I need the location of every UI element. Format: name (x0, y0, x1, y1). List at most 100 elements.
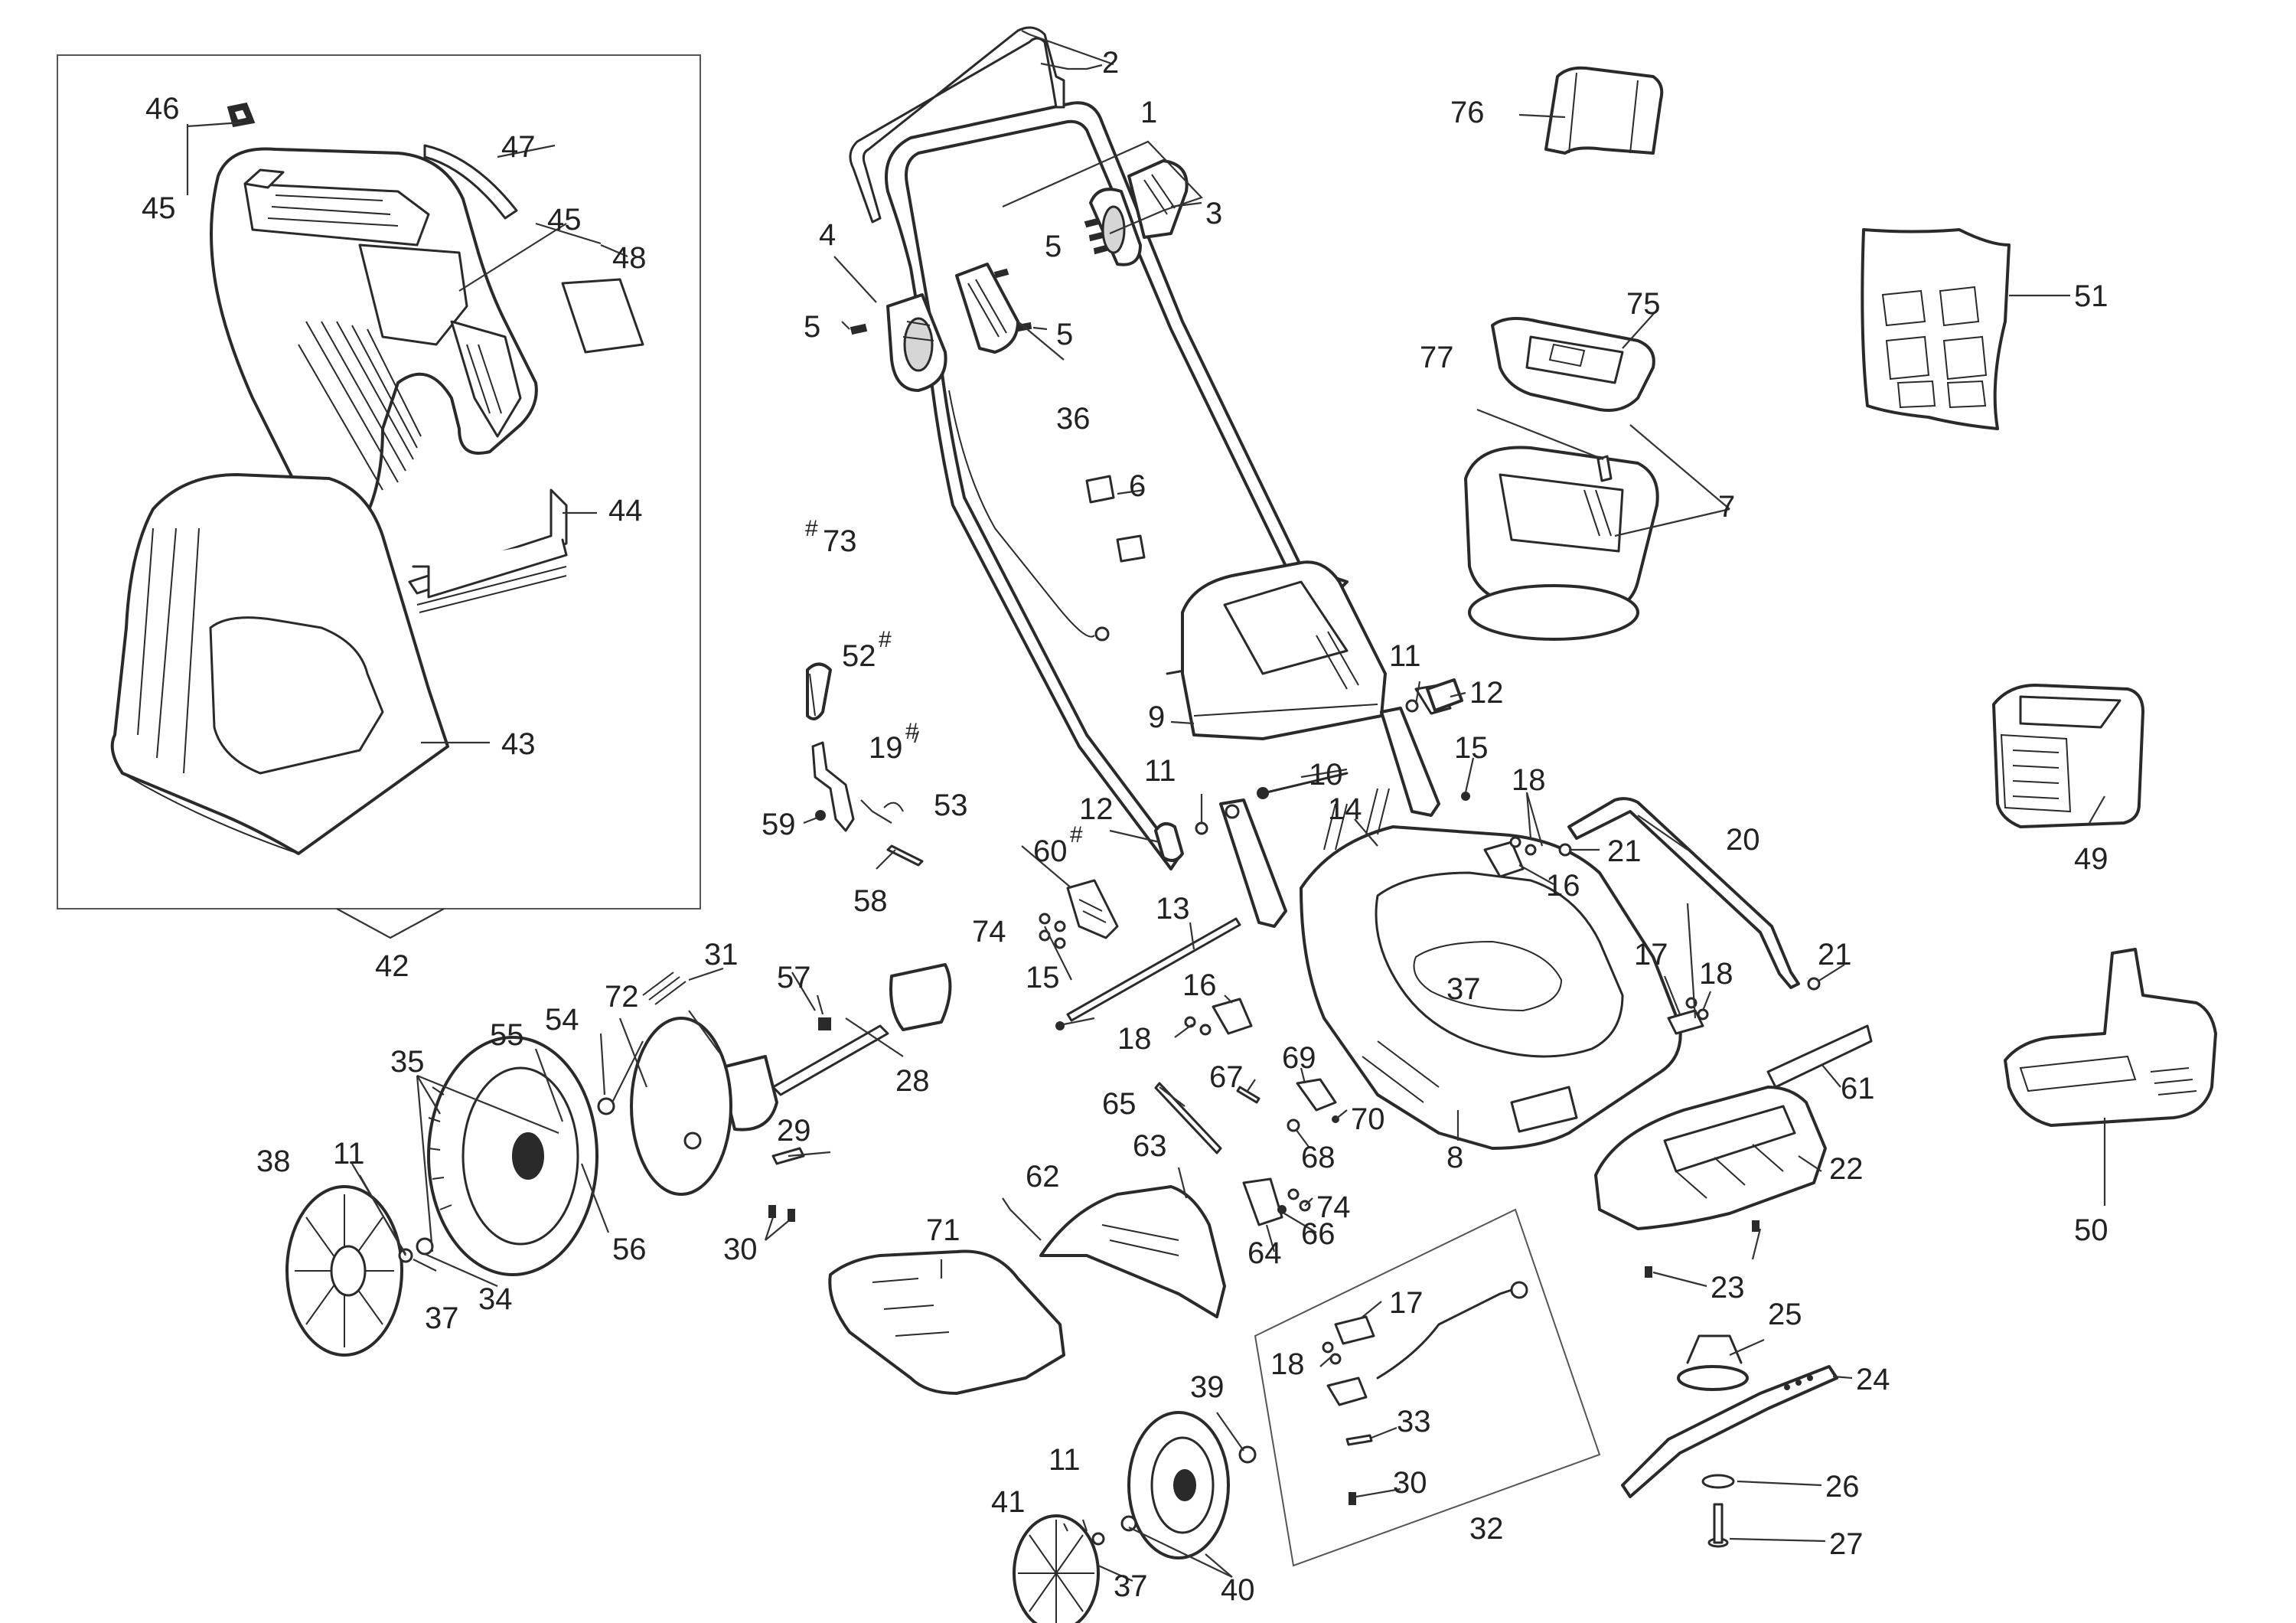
bag-body (110, 473, 449, 855)
mulch-insert-76 (1544, 66, 1664, 155)
spring-68-70 (1287, 1115, 1339, 1132)
callout-26: 26 (1825, 1470, 1860, 1504)
callout-64: 64 (1247, 1236, 1282, 1270)
rod-65 (1154, 1082, 1222, 1154)
spring-31 (642, 972, 687, 1005)
callout-66: 66 (1301, 1217, 1336, 1251)
washer-54 (597, 1097, 615, 1115)
callout-46: 46 (145, 92, 180, 126)
callout-19: 19 (869, 731, 903, 765)
callout-12-a: 12 (1469, 676, 1504, 710)
motor-cover (1181, 560, 1387, 740)
lid-latch-77 (1596, 455, 1613, 482)
footnote-mark-60: # (1070, 822, 1083, 847)
callout-24: 24 (1856, 1363, 1890, 1396)
callout-18-b: 18 (1699, 957, 1733, 991)
callout-18-a: 18 (1512, 763, 1546, 797)
callout-63: 63 (1133, 1129, 1167, 1163)
callout-2: 2 (1102, 46, 1119, 80)
callout-5-c: 5 (1056, 318, 1073, 351)
callout-29: 29 (777, 1114, 811, 1148)
bail-bar (849, 26, 1065, 224)
cable (948, 390, 1110, 642)
callout-44: 44 (608, 494, 643, 527)
callout-45-a: 45 (142, 191, 176, 225)
callout-77: 77 (1420, 341, 1454, 374)
callout-18-d: 18 (1270, 1347, 1305, 1381)
callout-11-a: 11 (1389, 639, 1421, 673)
callout-27: 27 (1829, 1527, 1864, 1561)
callout-45-b: 45 (547, 203, 582, 237)
front-hubcap (1013, 1514, 1100, 1623)
foam-strip-61 (1766, 1024, 1873, 1089)
callout-30-b: 30 (1393, 1466, 1427, 1500)
callout-11-b: 11 (1144, 754, 1176, 788)
spring-14 (1323, 788, 1390, 851)
callout-16-b: 16 (1182, 968, 1217, 1002)
bag-top-cover (210, 147, 538, 531)
battery-49 (1992, 684, 2144, 828)
callout-16-a: 16 (1546, 869, 1580, 903)
callout-17-b: 17 (1389, 1286, 1424, 1320)
callout-28: 28 (895, 1064, 930, 1098)
front-axle-32 (1326, 1281, 1528, 1406)
callout-73: 73 (823, 524, 857, 558)
callout-39: 39 (1190, 1370, 1225, 1404)
callout-75: 75 (1626, 287, 1661, 321)
callout-11-d: 11 (1049, 1443, 1081, 1477)
callout-74-a: 74 (972, 915, 1006, 949)
callout-49: 49 (2074, 842, 2108, 876)
handle-bracket-36 (955, 263, 1019, 354)
rear-wheel-washers (398, 1237, 434, 1263)
callout-60: 60 (1033, 834, 1068, 868)
callout-1: 1 (1140, 96, 1157, 129)
callout-36: 36 (1056, 402, 1091, 436)
bolt-10 (1257, 772, 1349, 799)
callout-3: 3 (1205, 197, 1222, 230)
callout-25: 25 (1768, 1298, 1802, 1331)
callout-38: 38 (256, 1145, 291, 1178)
callout-59: 59 (762, 808, 796, 841)
bag-level-indicator (561, 278, 644, 354)
cable-clips-6 (1085, 475, 1146, 563)
rear-flap-rod-20 (1567, 797, 1800, 989)
bracket-16-left (1212, 841, 1525, 1035)
screws-30-rear (768, 1205, 795, 1222)
callout-8: 8 (1446, 1141, 1463, 1174)
grass-bag-group-frame (57, 54, 701, 939)
callout-7: 7 (1718, 490, 1735, 524)
callout-68: 68 (1301, 1141, 1336, 1174)
rear-wheel (427, 1036, 598, 1276)
callout-10: 10 (1309, 758, 1343, 792)
callout-52: 52 (842, 639, 876, 673)
callout-5-b: 5 (804, 310, 820, 344)
bag-clip (227, 102, 256, 128)
lever-grip-52 (806, 662, 832, 720)
callout-53: 53 (934, 789, 968, 822)
height-lever-plate-60 (1066, 879, 1119, 939)
callout-37-c: 37 (1114, 1569, 1148, 1603)
callout-18-c: 18 (1117, 1022, 1152, 1056)
rear-hubcap (285, 1185, 403, 1357)
pin-58 (886, 844, 924, 867)
callout-43: 43 (501, 727, 536, 761)
clip-53 (883, 802, 904, 812)
handle-knob-left (886, 293, 947, 392)
callout-41: 41 (991, 1485, 1026, 1519)
callout-11-c: 11 (333, 1137, 365, 1171)
battery-lid (1491, 317, 1655, 412)
pin-67 (1236, 1086, 1261, 1104)
washer-26 (1701, 1474, 1735, 1489)
callout-48: 48 (612, 241, 647, 275)
callout-30-a: 30 (723, 1233, 758, 1266)
nuts-15-21 (1055, 792, 1821, 1030)
pin-33 (1345, 1434, 1373, 1446)
screw-57 (818, 1017, 831, 1030)
rear-deflector-disc-72 (630, 1017, 732, 1196)
callout-labels: 1 2 3 4 5 5 5 36 6 7 75 76 77 51 49 50 9… (142, 46, 2108, 1607)
callout-21-a: 21 (1607, 834, 1642, 868)
callout-37-b: 37 (425, 1301, 459, 1335)
callout-65: 65 (1102, 1087, 1137, 1121)
callout-9: 9 (1148, 700, 1165, 734)
